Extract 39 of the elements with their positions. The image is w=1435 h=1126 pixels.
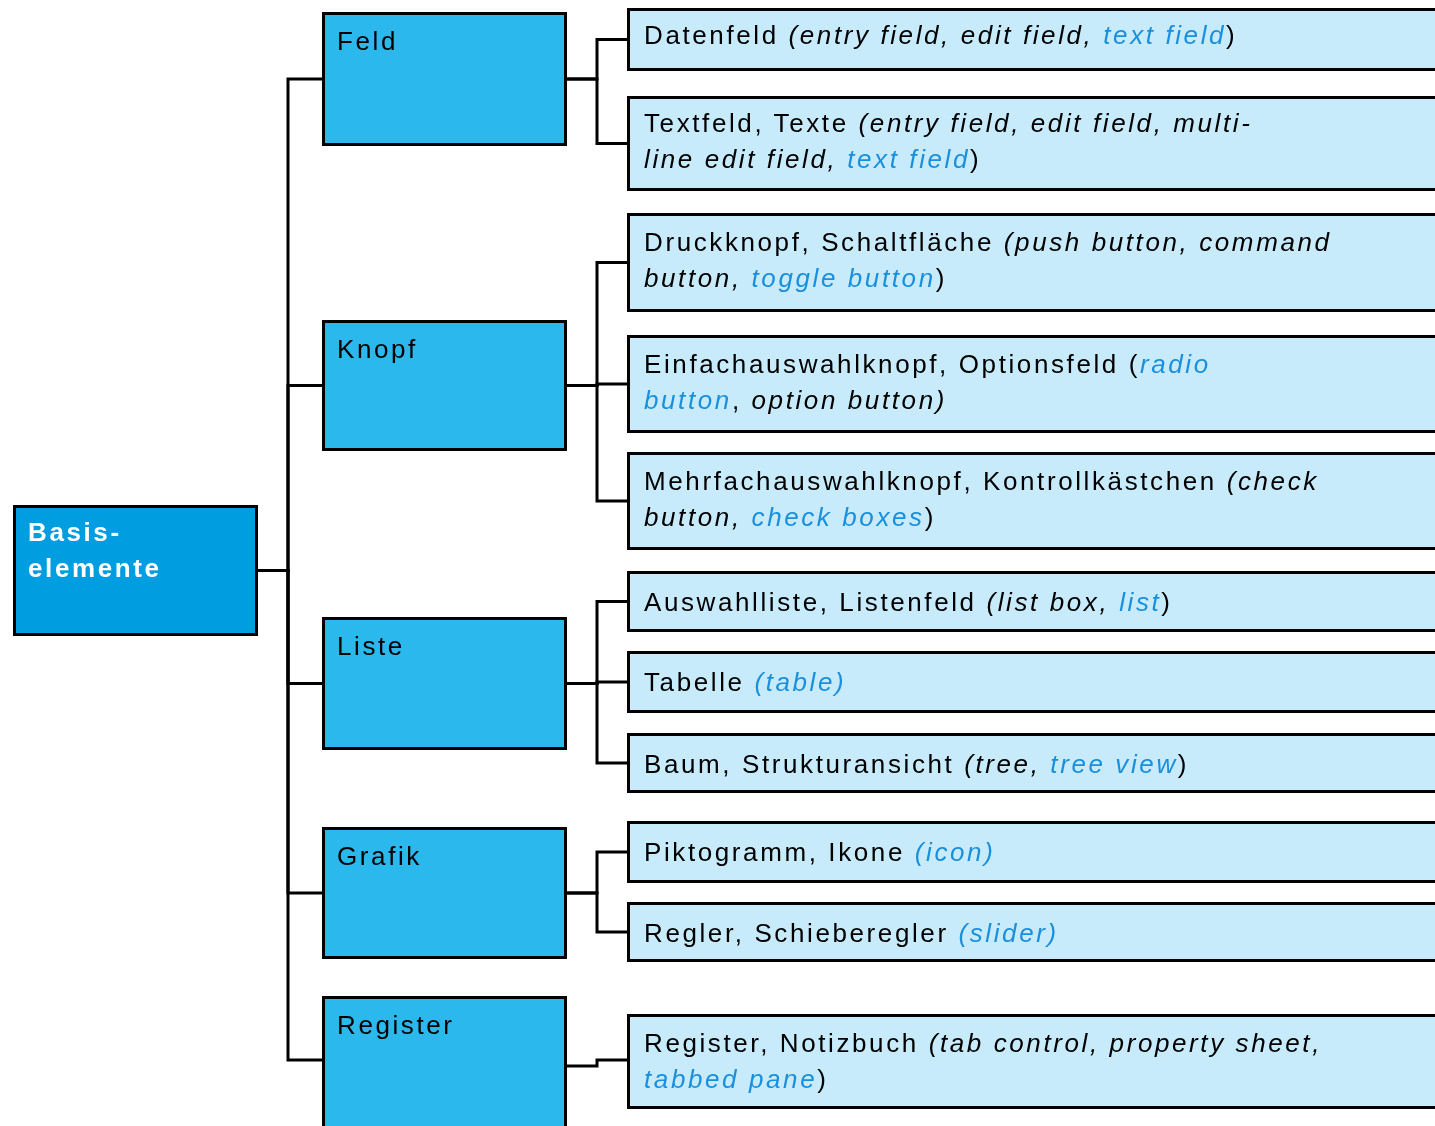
node-label: Regler, Schieberegler (slider) bbox=[644, 917, 1060, 950]
element-box bbox=[627, 821, 1435, 883]
category-box bbox=[322, 996, 567, 1126]
element-box bbox=[627, 452, 1435, 550]
element-box bbox=[627, 8, 1435, 71]
node-label: Baum, Strukturansicht (tree, tree view) bbox=[644, 748, 1191, 781]
node-label: Druckknopf, Schaltfläche (push button, command button, toggle button) bbox=[644, 226, 1333, 295]
element-box bbox=[627, 1014, 1435, 1109]
connector-line bbox=[567, 1058, 627, 1068]
category-box bbox=[322, 320, 567, 451]
category-box bbox=[322, 827, 567, 959]
category-box bbox=[322, 617, 567, 750]
node-label: Knopf bbox=[337, 333, 418, 366]
connector-line bbox=[567, 384, 627, 503]
element-box bbox=[627, 902, 1435, 962]
element-box bbox=[627, 335, 1435, 433]
element-box bbox=[627, 96, 1435, 191]
category-box bbox=[322, 12, 567, 146]
node-label: Mehrfachauswahlknopf, Kontrollkästchen (check button, check boxes) bbox=[644, 465, 1320, 534]
connector-line bbox=[567, 682, 627, 765]
element-box bbox=[627, 651, 1435, 713]
node-label: Register, Notizbuch (tab control, property sheet, tabbed pane) bbox=[644, 1027, 1323, 1096]
connector-line bbox=[567, 77, 627, 145]
node-label: Register bbox=[337, 1009, 455, 1042]
node-label: Auswahlliste, Listenfeld (list box, list) bbox=[644, 586, 1174, 619]
node-label: Datenfeld (entry field, edit field, text field) bbox=[644, 19, 1239, 52]
connector-line bbox=[567, 891, 627, 934]
node-label: Liste bbox=[337, 630, 405, 663]
node-label: Basis-elemente bbox=[28, 516, 163, 585]
node-label: Einfachauswahlknopf, Optionsfeld (radio button, option button) bbox=[644, 348, 1212, 417]
element-box bbox=[627, 733, 1435, 793]
element-box bbox=[627, 213, 1435, 312]
node-label: Textfeld, Texte (entry field, edit field, multi-line edit field, text field) bbox=[644, 107, 1254, 176]
root-box bbox=[13, 505, 258, 636]
element-box bbox=[627, 571, 1435, 632]
node-label: Piktogramm, Ikone (icon) bbox=[644, 836, 997, 869]
node-label: Grafik bbox=[337, 840, 422, 873]
node-label: Tabelle (table) bbox=[644, 666, 848, 699]
node-label: Feld bbox=[337, 25, 398, 58]
